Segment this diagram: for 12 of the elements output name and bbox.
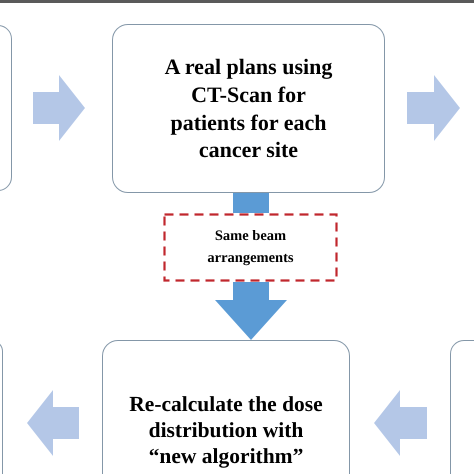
node-text: Same beam arrangements [206,227,295,268]
block-arrow [407,75,460,141]
node-text: A real plans using CT-Scan for patients for each cancer site [164,52,334,164]
node-text: Re-calculate the dose distribution with “new algorithm” [128,391,324,470]
block-arrow [215,282,287,340]
block-arrow [27,390,79,456]
dashed-note-box [163,213,338,282]
process-box [112,24,385,193]
process-box [102,340,350,474]
block-arrow [233,193,269,213]
block-arrow [33,75,85,141]
block-arrow [374,390,427,456]
